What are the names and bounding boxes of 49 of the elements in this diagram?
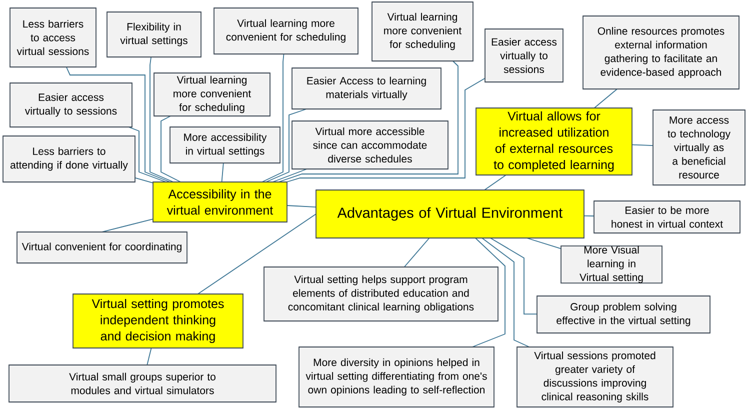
connector-line — [221, 162, 224, 182]
connector-line — [272, 168, 308, 182]
idea-box: Virtual more accessible since can accommodate diverse schedules — [292, 120, 448, 170]
idea-box: More diversity in opinions helped in virtual setting differentiating from one's own opinions leading to self-reflection — [298, 346, 494, 408]
connector-line — [128, 126, 166, 182]
topic-box: Advantages of Virtual Environment — [316, 190, 584, 238]
connector-line — [146, 348, 152, 366]
connector-line — [134, 177, 154, 184]
connector-line — [526, 238, 562, 250]
connector-line — [66, 66, 170, 182]
idea-box: Flexibility in virtual settings — [106, 12, 202, 58]
idea-box: More Visual learning in Virtual setting — [560, 245, 662, 284]
connector-line — [160, 116, 182, 182]
connector-line — [490, 238, 538, 315]
connector-line — [482, 238, 530, 348]
idea-box: Group problem solving effective in the virtual setting — [536, 296, 710, 334]
connector-line — [102, 218, 154, 232]
connector-line — [150, 56, 174, 182]
idea-box: Virtual convenient for coordinating — [16, 232, 188, 264]
idea-box: Virtual learning more convenient for scheduling — [372, 2, 474, 62]
connector-line — [197, 214, 316, 294]
connector-line — [278, 60, 458, 182]
idea-box: Virtual learning more convenient for scheduling — [214, 8, 358, 54]
idea-box: Easier Access to learning materials virtually — [292, 68, 442, 110]
topic-box: Virtual setting promotes independent thinking and decision making — [72, 294, 244, 348]
idea-box: Online resources promotes external information gathering to facilitate an evidence-based approach — [582, 16, 740, 90]
idea-box: Virtual setting helps support program elements of distributed education and concomitant clinical learning obligations — [264, 266, 498, 322]
connector-line — [266, 108, 307, 182]
connector-line — [286, 205, 316, 208]
idea-box: Easier access virtually to sessions — [10, 82, 132, 128]
connector-line — [594, 88, 618, 108]
idea-box: Virtual sessions promoted greater variety of discussions improving clinical reasoning skills — [516, 346, 674, 408]
connector-line — [404, 238, 430, 268]
topic-box: Accessibility in the virtual environment — [152, 182, 288, 222]
connector-line — [484, 174, 506, 190]
connector-line — [286, 78, 486, 182]
idea-box: More accessibility in virtual settings — [170, 126, 280, 164]
topic-box: Virtual allows for increased utilization of external resources to completed learning — [476, 108, 632, 176]
connector-line — [472, 238, 506, 348]
connector-line — [262, 54, 284, 182]
idea-box: Less barriers to attending if done virtually — [2, 136, 136, 182]
idea-box: Virtual small groups superior to modules and virtual simulators — [8, 364, 276, 402]
idea-box: Easier to be more honest in virtual context — [594, 200, 740, 234]
idea-box: Easier access virtually to sessions — [484, 28, 564, 82]
idea-box: More access to technology virtually as a beneficial resource — [652, 110, 746, 186]
idea-box: Less barriers to access virtual sessions — [10, 8, 96, 68]
idea-box: Virtual learning more convenient for scheduling — [154, 72, 270, 116]
connector-line — [584, 215, 594, 216]
connector-line — [632, 144, 654, 146]
